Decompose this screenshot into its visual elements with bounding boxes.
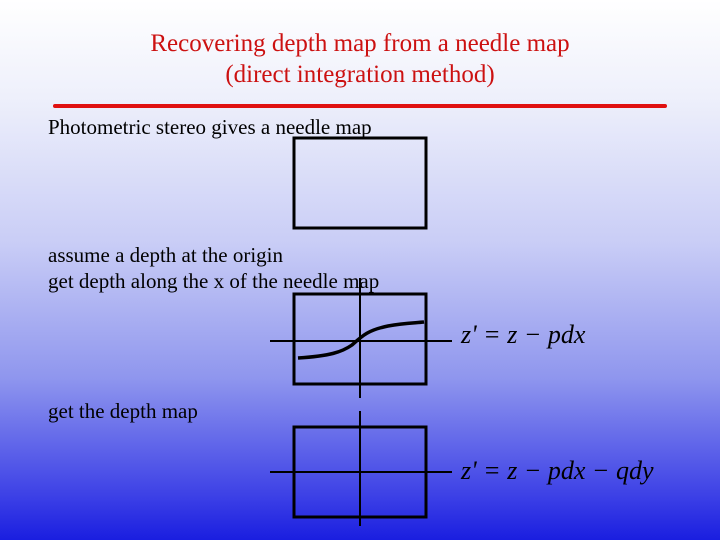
step-1-text: Photometric stereo gives a needle map	[48, 115, 372, 139]
title-divider	[53, 104, 667, 108]
depth-curve	[297, 320, 425, 360]
needle-map-box	[292, 136, 428, 230]
step-3-text: get the depth map	[48, 399, 198, 423]
slide-title: Recovering depth map from a needle map (…	[0, 28, 720, 90]
title-line-2: (direct integration method)	[225, 61, 495, 88]
title-line-1: Recovering depth map from a needle map	[150, 30, 570, 57]
depth-map-figure	[270, 411, 452, 526]
equation-x-integration: z' = z − pdx	[461, 320, 586, 349]
depth-along-x-figure	[270, 278, 452, 398]
step-2-text-line-1: assume a depth at the origin	[48, 243, 284, 267]
step-2-text-line-2: get depth along the x of the needle map	[48, 269, 380, 293]
equation-xy-integration: z' = z − pdx − qdy	[461, 456, 654, 485]
